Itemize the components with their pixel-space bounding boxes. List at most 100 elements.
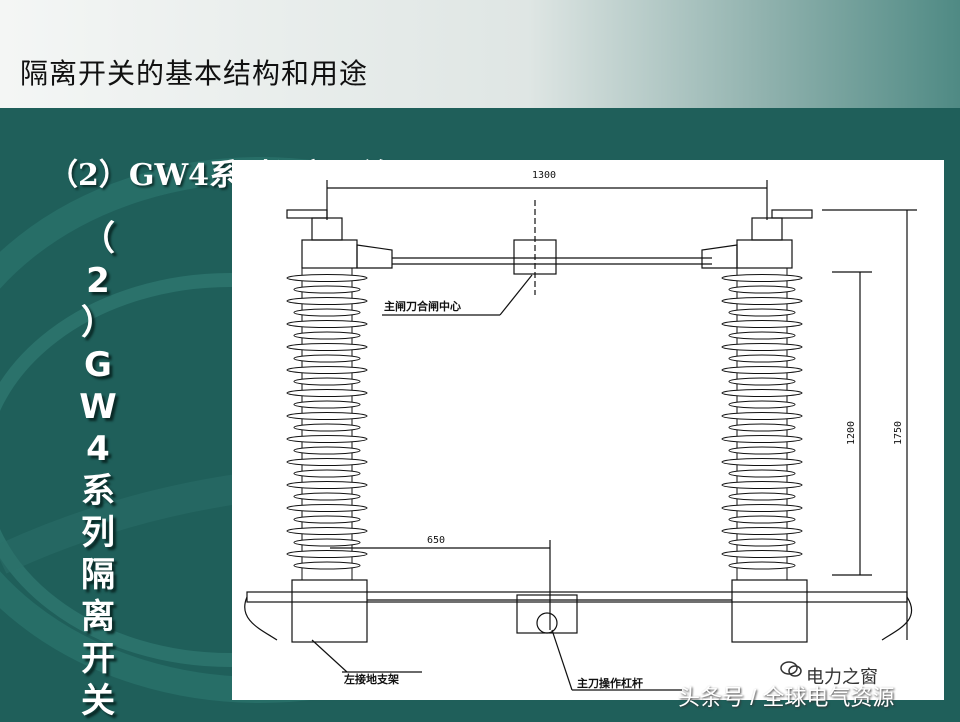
insulator-shed (721, 435, 803, 443)
insulator-shed (286, 343, 368, 351)
vertical-title-char: 列 (81, 513, 115, 553)
right-ground-arm (881, 596, 913, 641)
dim-text-1300: 1300 (532, 170, 556, 181)
insulator-shed (293, 354, 361, 363)
label-main-blade-center: 主闸刀合闸中心 (384, 299, 461, 313)
insulator-shed (728, 446, 796, 455)
vertical-title-char: 离 (81, 597, 115, 637)
slide-header-band (0, 0, 960, 108)
operating-mechanism (516, 594, 578, 634)
vertical-title-char: 开 (81, 639, 115, 679)
insulator-shed (728, 354, 796, 363)
vertical-title-char: G (84, 345, 112, 385)
insulator-shed (286, 412, 368, 420)
right-insulator-sheds (721, 274, 803, 570)
insulator-shed (728, 308, 796, 317)
leader-main-blade-center (499, 274, 533, 316)
insulator-shed (286, 481, 368, 489)
insulator-shed (721, 412, 803, 420)
insulator-shed (293, 446, 361, 455)
insulator-shed (293, 285, 361, 294)
insulator-shed (728, 538, 796, 547)
insulator-shed (721, 389, 803, 397)
lever-pivot (536, 612, 558, 634)
insulator-shed (721, 366, 803, 374)
insulator-shed (286, 458, 368, 466)
vertical-title-char: 4 (86, 429, 110, 469)
vertical-title: （ 2 ） G W 4 系 列 隔 离 开 关 (78, 218, 118, 722)
insulator-shed (721, 504, 803, 512)
right-base-block (731, 579, 808, 643)
insulator-shed (721, 274, 803, 282)
vertical-title-char: 2 (86, 261, 110, 301)
label-left-ground-bracket: 左接地支架 (343, 672, 399, 686)
insulator-shed (293, 492, 361, 501)
insulator-shed (286, 504, 368, 512)
insulator-shed (293, 423, 361, 432)
insulator-shed (286, 435, 368, 443)
insulator-shed (286, 297, 368, 305)
left-blade-jaw (356, 244, 393, 269)
left-insulator-sheds (286, 274, 368, 570)
dim-text-650: 650 (427, 535, 445, 546)
left-contact-box (301, 239, 358, 269)
insulator-shed (293, 469, 361, 478)
insulator-shed (728, 377, 796, 386)
insulator-shed (721, 297, 803, 305)
insulator-shed (286, 550, 368, 558)
watermark-text: 头条号 / 全球电气资源 (678, 685, 895, 710)
insulator-shed (728, 561, 796, 570)
insulator-shed (286, 527, 368, 535)
dim-text-1750: 1750 (893, 421, 904, 445)
right-terminal (771, 209, 813, 219)
insulator-shed (728, 469, 796, 478)
insulator-shed (721, 550, 803, 558)
insulator-shed (293, 377, 361, 386)
right-contact-box (736, 239, 793, 269)
right-insulator (736, 267, 788, 581)
wechat-icon (780, 661, 802, 677)
left-insulator (301, 267, 353, 581)
insulator-shed (728, 331, 796, 340)
insulator-shed (286, 320, 368, 328)
insulator-shed (721, 343, 803, 351)
insulator-shed (721, 481, 803, 489)
vertical-title-char: ） (81, 303, 115, 343)
insulator-shed (728, 492, 796, 501)
insulator-shed (293, 561, 361, 570)
left-terminal (286, 209, 328, 219)
insulator-shed (728, 423, 796, 432)
insulator-shed (721, 527, 803, 535)
insulator-shed (728, 400, 796, 409)
label-main-blade-lever: 主刀操作杠杆 (577, 676, 643, 690)
vertical-title-char: 系 (81, 471, 115, 511)
disconnector-engineering-drawing: 1300 650 1200 1750 主闸刀合闸中心 左接地支架 主刀操作杠杆 (232, 160, 944, 700)
insulator-shed (721, 458, 803, 466)
insulator-shed (728, 515, 796, 524)
leader-main-blade-lever (551, 629, 573, 691)
insulator-shed (286, 389, 368, 397)
drawing-svg: 1300 650 1200 1750 主闸刀合闸中心 左接地支架 主刀操作杠杆 (244, 170, 917, 691)
insulator-shed (293, 538, 361, 547)
right-head (751, 217, 783, 241)
vertical-title-char: W (79, 387, 117, 427)
left-base-block (291, 579, 368, 643)
insulator-shed (286, 366, 368, 374)
leader-left-ground-bracket (311, 639, 348, 673)
left-ground-arm (244, 596, 278, 641)
right-blade-jaw (701, 244, 738, 269)
insulator-shed (293, 331, 361, 340)
vertical-title-char: 隔 (81, 555, 115, 595)
vertical-title-char: 关 (81, 681, 115, 721)
insulator-shed (293, 308, 361, 317)
insulator-shed (293, 515, 361, 524)
vertical-title-char: （ (81, 219, 115, 259)
insulator-shed (286, 274, 368, 282)
dim-text-1200: 1200 (846, 421, 857, 445)
insulator-shed (721, 320, 803, 328)
insulator-shed (728, 285, 796, 294)
insulator-shed (293, 400, 361, 409)
slide-title: 隔离开关的基本结构和用途 (20, 57, 369, 90)
left-head (311, 217, 343, 241)
brand-name: 电力之窗 (806, 667, 878, 687)
